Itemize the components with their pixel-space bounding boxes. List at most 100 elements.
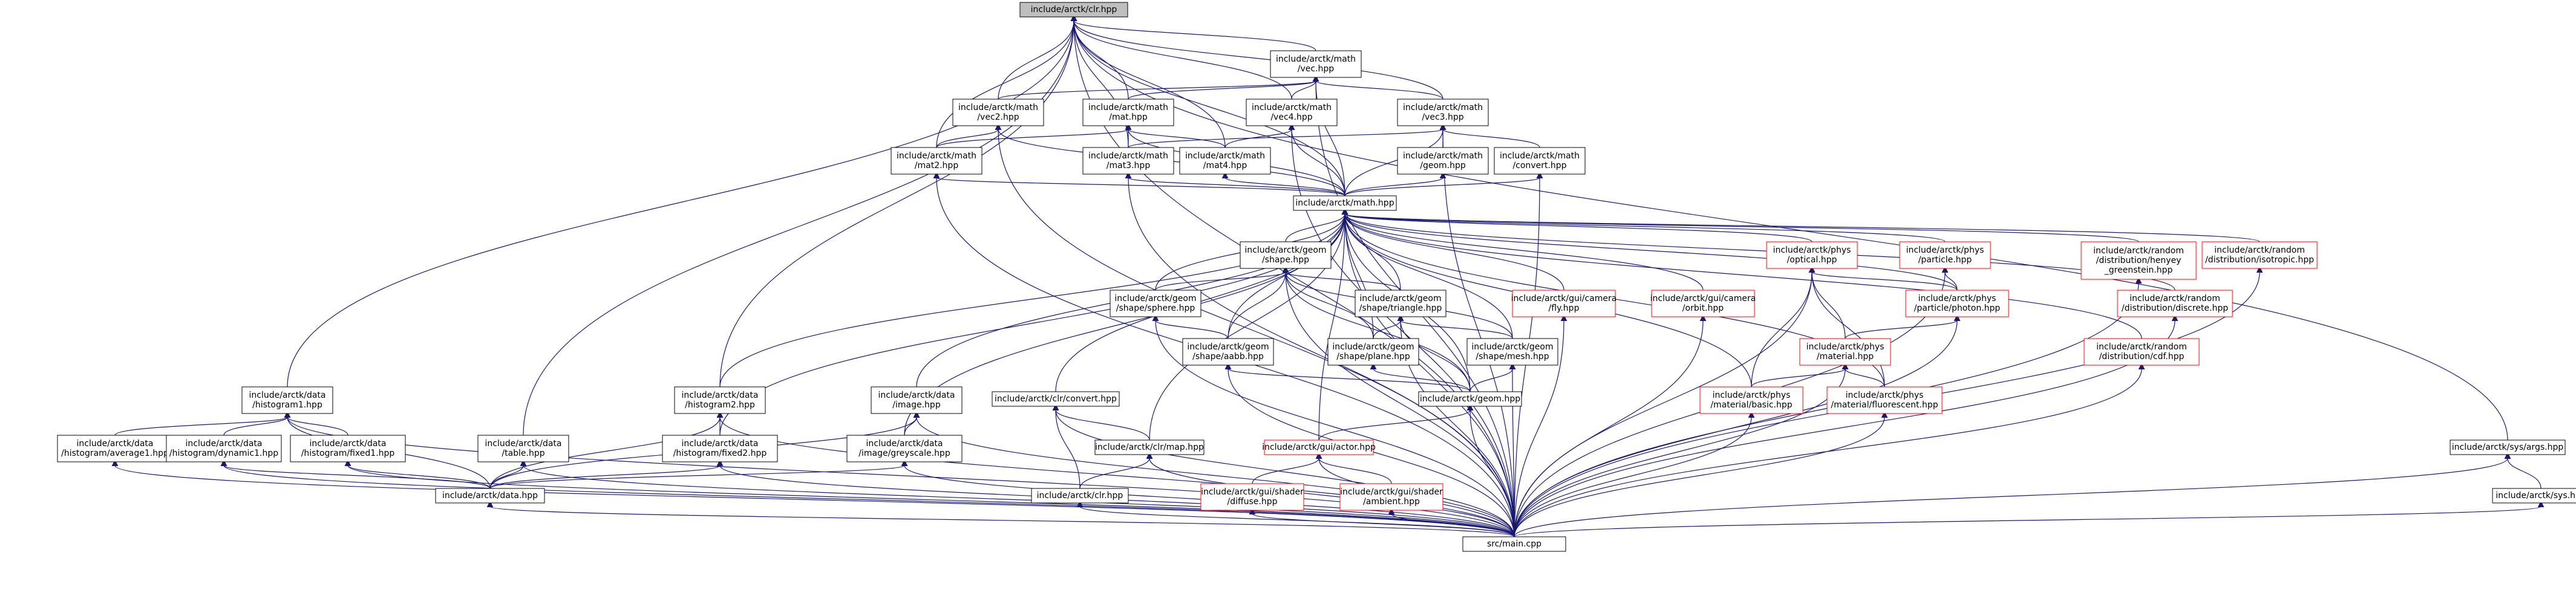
node-mat2[interactable]: include/arctk/math/mat2.hpp <box>891 147 982 175</box>
node-label-isotropic-1: /distribution/isotropic.hpp <box>2205 255 2314 265</box>
node-box-fly <box>1512 290 1616 317</box>
edge-vec2-to-vec <box>998 75 1319 100</box>
node-clrhpp[interactable]: include/arctk/clr.hpp <box>1031 488 1129 504</box>
edge-datahpp-to-greyscale <box>489 459 908 489</box>
edge-table-to-core <box>523 15 1077 436</box>
edge-main-to-table <box>520 459 1515 537</box>
edge-mat2-to-mat <box>936 123 1132 148</box>
node-label-histogram1-0: include/arctk/data <box>249 391 325 400</box>
node-image[interactable]: include/arctk/data/image.hpp <box>871 386 963 414</box>
node-label-discrete-0: include/arctk/random <box>2130 294 2220 303</box>
node-box-geomhpp <box>1418 391 1522 407</box>
node-photon[interactable]: include/arctk/phys/particle/photon.hpp <box>1905 290 2009 317</box>
node-box-vec2 <box>952 99 1044 126</box>
node-label-plane-0: include/arctk/geom <box>1332 342 1414 352</box>
node-vec[interactable]: include/arctk/math/vec.hpp <box>1270 50 1362 78</box>
node-label-mat4-0: include/arctk/math <box>1185 151 1265 161</box>
node-particle[interactable]: include/arctk/phys/particle.hpp <box>1899 241 1991 269</box>
edge-orbit-to-math <box>1341 208 1704 291</box>
node-label-basic-1: /material/basic.hpp <box>1710 400 1792 410</box>
node-greyscale[interactable]: include/arctk/data/image/greyscale.hpp <box>846 435 963 462</box>
node-label-vec-1: /vec.hpp <box>1298 64 1335 74</box>
edge-average1-to-histogram1 <box>114 411 291 436</box>
node-box-dynamic1 <box>166 435 282 462</box>
edge-aabb-to-sphere <box>1152 314 1229 339</box>
edge-datahpp-to-table <box>489 459 527 489</box>
edge-plane-to-triangle <box>1373 314 1404 339</box>
node-ambient[interactable]: include/arctk/gui/shader/ambient.hpp <box>1339 483 1443 511</box>
node-sphere[interactable]: include/arctk/geom/shape/sphere.hpp <box>1110 290 1201 317</box>
node-label-orbit-0: include/arctk/gui/camera <box>1650 294 1756 303</box>
node-box-mat2 <box>891 147 982 175</box>
node-henyey[interactable]: include/arctk/random/distribution/henyey… <box>2081 241 2197 280</box>
node-mat3[interactable]: include/arctk/math/mat3.hpp <box>1082 147 1174 175</box>
node-fixed1[interactable]: include/arctk/data/histogram/fixed1.hpp <box>290 435 406 462</box>
edge-main-to-photon <box>1514 314 1961 537</box>
edge-math-to-core <box>1070 15 1345 196</box>
node-cdf[interactable]: include/arctk/random/distribution/cdf.hp… <box>2084 338 2200 366</box>
node-main[interactable]: src/main.cpp <box>1462 536 1566 552</box>
node-clrconvert[interactable]: include/arctk/clr/convert.hpp <box>992 391 1120 407</box>
node-args[interactable]: include/arctk/sys/args.hpp <box>2450 439 2566 455</box>
edge-fly-to-math <box>1341 208 1564 291</box>
node-diffuse[interactable]: include/arctk/gui/shader/diffuse.hpp <box>1200 483 1304 511</box>
node-isotropic[interactable]: include/arctk/random/distribution/isotro… <box>2202 241 2318 269</box>
node-material[interactable]: include/arctk/phys/material.hpp <box>1799 338 1891 366</box>
node-label-dynamic1-0: include/arctk/data <box>185 439 262 449</box>
node-fly[interactable]: include/arctk/gui/camera/fly.hpp <box>1511 290 1617 317</box>
node-label-mat3-1: /mat3.hpp <box>1107 161 1151 170</box>
node-vec3[interactable]: include/arctk/math/vec3.hpp <box>1397 99 1489 126</box>
node-discrete[interactable]: include/arctk/random/distribution/discre… <box>2117 290 2233 317</box>
node-box-clrconvert <box>992 391 1120 407</box>
edge-main-to-args <box>1514 452 2511 537</box>
node-convert[interactable]: include/arctk/math/convert.hpp <box>1494 147 1586 175</box>
node-histogram2[interactable]: include/arctk/data/histogram2.hpp <box>674 386 766 414</box>
node-box-histogram1 <box>241 386 333 414</box>
node-optical[interactable]: include/arctk/phys/optical.hpp <box>1766 241 1858 269</box>
edge-main-to-vec3 <box>1439 123 1515 537</box>
node-basic[interactable]: include/arctk/phys/material/basic.hpp <box>1699 386 1803 414</box>
node-box-vec4 <box>1246 99 1338 126</box>
edge-main-to-material <box>1514 363 1849 537</box>
node-label-dynamic1-1: /histogram/dynamic1.hpp <box>169 449 278 458</box>
node-fixed2[interactable]: include/arctk/data/histogram/fixed2.hpp <box>662 435 778 462</box>
node-label-sphere-1: /shape/sphere.hpp <box>1116 303 1195 313</box>
node-map[interactable]: include/arctk/clr/map.hpp <box>1094 439 1205 455</box>
node-histogram1[interactable]: include/arctk/data/histogram1.hpp <box>241 386 333 414</box>
node-label-greyscale-0: include/arctk/data <box>866 439 943 449</box>
node-label-fly-1: /fly.hpp <box>1549 303 1580 313</box>
node-dynamic1[interactable]: include/arctk/data/histogram/dynamic1.hp… <box>166 435 282 462</box>
node-math[interactable]: include/arctk/math.hpp <box>1293 195 1397 211</box>
node-geomhpp[interactable]: include/arctk/geom.hpp <box>1418 391 1522 407</box>
node-label-table-0: include/arctk/data <box>485 439 561 449</box>
node-label-plane-1: /shape/plane.hpp <box>1336 352 1410 361</box>
node-vec2[interactable]: include/arctk/math/vec2.hpp <box>952 99 1044 126</box>
node-label-mesh-0: include/arctk/geom <box>1471 342 1553 352</box>
node-syshpp[interactable]: include/arctk/sys.hpp <box>2492 488 2576 504</box>
node-orbit[interactable]: include/arctk/gui/camera/orbit.hpp <box>1650 290 1756 317</box>
node-aabb[interactable]: include/arctk/geom/shape/aabb.hpp <box>1182 338 1274 366</box>
node-geom[interactable]: include/arctk/math/geom.hpp <box>1397 147 1489 175</box>
edge-geomhpp-to-shape <box>1282 266 1471 392</box>
node-vec4[interactable]: include/arctk/math/vec4.hpp <box>1246 99 1338 126</box>
node-actor[interactable]: include/arctk/gui/actor.hpp <box>1262 439 1376 455</box>
node-fluorescent[interactable]: include/arctk/phys/material/fluorescent.… <box>1826 386 1943 414</box>
node-label-greyscale-1: /image/greyscale.hpp <box>858 449 950 458</box>
node-table[interactable]: include/arctk/data/table.hpp <box>477 435 569 462</box>
edge-math-to-vec3 <box>1344 123 1447 196</box>
edge-basic-to-material <box>1751 363 1849 387</box>
node-plane[interactable]: include/arctk/geom/shape/plane.hpp <box>1327 338 1419 366</box>
node-label-diffuse-0: include/arctk/gui/shader <box>1201 487 1304 497</box>
node-datahpp[interactable]: include/arctk/data.hpp <box>435 488 545 504</box>
node-mesh[interactable]: include/arctk/geom/shape/mesh.hpp <box>1466 338 1558 366</box>
node-shape[interactable]: include/arctk/geom/shape.hpp <box>1240 241 1332 269</box>
node-mat[interactable]: include/arctk/math/mat.hpp <box>1082 99 1174 126</box>
node-box-geom <box>1397 147 1489 175</box>
node-label-core-0: include/arctk/clr.hpp <box>1031 5 1117 15</box>
node-triangle[interactable]: include/arctk/geom/shape/triangle.hpp <box>1355 290 1447 317</box>
node-average1[interactable]: include/arctk/data/histogram/average1.hp… <box>57 435 173 462</box>
node-mat4[interactable]: include/arctk/math/mat4.hpp <box>1179 147 1271 175</box>
node-core[interactable]: include/arctk/clr.hpp <box>1019 2 1128 18</box>
node-box-orbit <box>1651 290 1755 317</box>
